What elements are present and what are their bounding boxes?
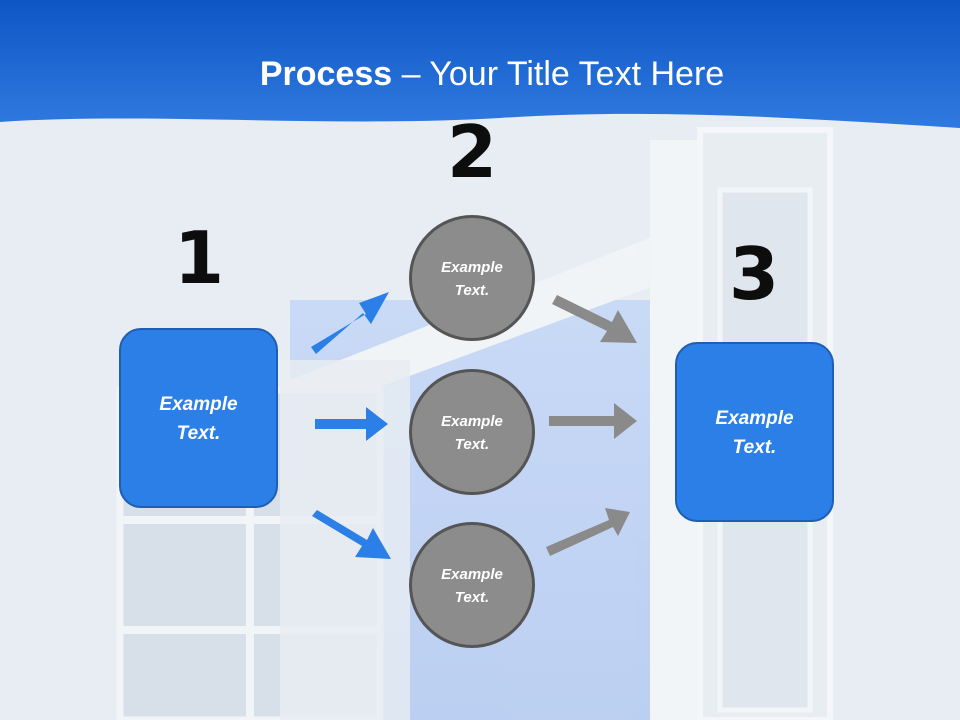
process-circle-top-label: Example Text. <box>441 259 503 299</box>
arrow-to-middle <box>315 407 388 441</box>
process-box-left-label: Example Text. <box>159 394 238 444</box>
title-rest: – Your Title Text Here <box>392 55 725 93</box>
step-number-1: 1 <box>173 216 225 300</box>
process-circle-middle-label: Example Text. <box>441 413 503 453</box>
process-box-left: Example Text. <box>119 328 278 508</box>
arrow-to-top <box>311 292 389 354</box>
process-circle-middle: Example Text. <box>409 369 535 495</box>
step-number-2: 2 <box>446 110 498 194</box>
slide-title: Process – Your Title Text Here <box>0 52 960 96</box>
process-circle-bottom: Example Text. <box>409 522 535 648</box>
arrow-top-to-right <box>552 295 637 343</box>
title-bold: Process <box>259 55 393 93</box>
arrow-middle-to-right <box>549 403 637 439</box>
arrow-bottom-to-right <box>546 508 630 556</box>
arrow-to-bottom <box>312 510 391 559</box>
process-box-right: Example Text. <box>675 342 834 522</box>
process-circle-top: Example Text. <box>409 215 535 341</box>
process-circle-bottom-label: Example Text. <box>441 566 503 606</box>
step-number-3: 3 <box>728 232 780 316</box>
process-box-right-label: Example Text. <box>715 408 794 458</box>
